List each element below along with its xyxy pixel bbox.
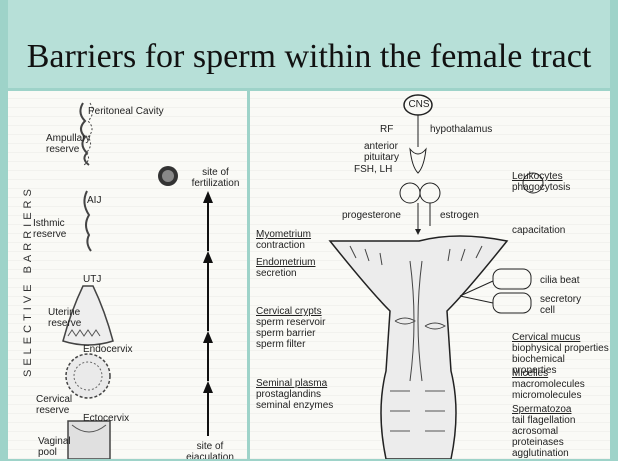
slide-title: Barriers for sperm within the female tra… bbox=[0, 38, 618, 76]
contraction-label: contraction bbox=[256, 240, 305, 251]
ectocervix-label: Ectocervix bbox=[83, 413, 129, 424]
vaginal-pool-label: Vaginal pool bbox=[38, 436, 78, 458]
seminal-plasma-components: prostaglandins seminal enzymes bbox=[256, 389, 333, 411]
cervical-mucus-label: Cervical mucus bbox=[512, 332, 580, 343]
myometrium-label: Myometrium bbox=[256, 229, 311, 240]
uterine-reserve-label: Uterine reserve bbox=[48, 307, 98, 329]
selective-barriers-label: SELECTIVE BARRIERS bbox=[22, 227, 34, 377]
secretion-label: secretion bbox=[256, 268, 297, 279]
isthmic-reserve-label: Isthmic reserve bbox=[33, 218, 83, 240]
endocervix-label: Endocervix bbox=[83, 344, 132, 355]
secretory-cell-label: secretory cell bbox=[540, 294, 581, 316]
cervical-crypts-label: Cervical crypts bbox=[256, 306, 322, 317]
rf-label: RF bbox=[380, 124, 393, 135]
leukocytes-label: Leukocytes bbox=[512, 171, 563, 182]
utj-label: UTJ bbox=[83, 274, 101, 285]
spermatozoa-label: Spermatozoa bbox=[512, 404, 571, 415]
phagocytosis-label: phagocytosis bbox=[512, 182, 570, 193]
site-of-ejaculation-label: site of ejaculation bbox=[180, 441, 240, 459]
endometrium-label: Endometrium bbox=[256, 257, 315, 268]
cervical-reserve-label: Cervical reserve bbox=[36, 394, 86, 416]
cervical-crypts-functions: sperm reservoir sperm barrier sperm filt… bbox=[256, 317, 325, 350]
cilia-beat-label: cilia beat bbox=[540, 275, 579, 286]
progesterone-label: progesterone bbox=[342, 210, 401, 221]
capacitation-label: capacitation bbox=[512, 225, 565, 236]
anterior-pituitary-label: anterior pituitary bbox=[364, 141, 409, 163]
spermatozoa-factors: tail flagellation acrosomal proteinases … bbox=[512, 415, 610, 459]
peritoneal-cavity-label: Peritoneal Cavity bbox=[88, 106, 164, 117]
female-tract-factors-panel: CNS RF hypothalamus anterior pituitary F… bbox=[250, 91, 610, 459]
seminal-plasma-label: Seminal plasma bbox=[256, 378, 327, 389]
estrogen-label: estrogen bbox=[440, 210, 479, 221]
micelles-label: Micelles bbox=[512, 368, 548, 379]
ampullary-reserve-label: Ampullary reserve bbox=[46, 133, 106, 155]
site-of-fertilization-label: site of fertilization bbox=[188, 167, 243, 189]
micelles-types: macromolecules micromolecules bbox=[512, 379, 585, 401]
fsh-lh-label: FSH, LH bbox=[354, 164, 392, 175]
cns-label: CNS bbox=[405, 99, 433, 110]
aij-label: AIJ bbox=[87, 195, 101, 206]
selective-barriers-panel: SELECTIVE BARRIERS Peritoneal Cavity Amp… bbox=[8, 91, 247, 459]
hypothalamus-label: hypothalamus bbox=[430, 124, 492, 135]
